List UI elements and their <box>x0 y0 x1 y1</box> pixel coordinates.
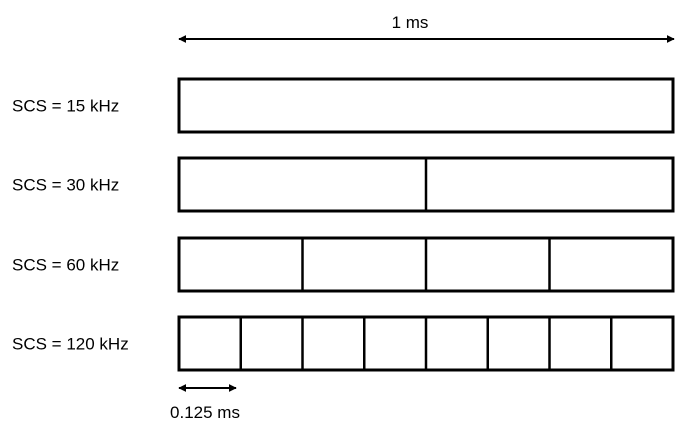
row-label: SCS = 60 kHz <box>12 256 119 275</box>
one-ms-span: 1 ms <box>178 13 675 43</box>
row-label: SCS = 120 kHz <box>12 335 129 354</box>
subframe-box <box>177 77 675 134</box>
slot-row: SCS = 15 kHz <box>12 77 675 134</box>
row-label: SCS = 30 kHz <box>12 176 119 195</box>
row-label: SCS = 15 kHz <box>12 97 119 116</box>
slot-duration-span: 0.125 ms <box>170 384 240 422</box>
slot-row: SCS = 30 kHz <box>12 156 675 213</box>
slot-row: SCS = 120 kHz <box>12 315 675 372</box>
slot-duration-label: 0.125 ms <box>170 403 240 422</box>
one-ms-label: 1 ms <box>392 13 429 32</box>
slot-row: SCS = 60 kHz <box>12 236 675 293</box>
